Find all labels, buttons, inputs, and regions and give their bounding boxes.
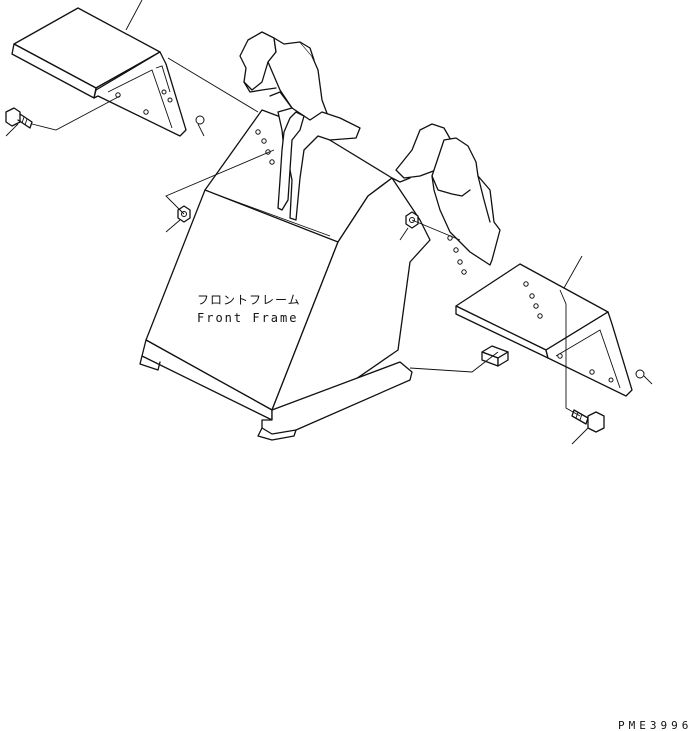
right-bolt-icon <box>571 409 605 433</box>
right-fender-cover <box>455 263 633 397</box>
left-bolt-icon <box>5 107 33 129</box>
left-washer-icon <box>195 115 205 125</box>
rubber-stopper-icon <box>481 345 509 367</box>
assembly-lines <box>31 57 581 417</box>
drawing-code: PME3996 <box>618 719 690 731</box>
front-frame <box>139 109 431 441</box>
callout-leaders <box>5 0 653 445</box>
part-name-en: Front Frame <box>197 311 298 325</box>
part-name-jp: フロントフレーム <box>197 293 301 307</box>
left-mounting-bracket <box>239 31 329 129</box>
center-fork-bracket <box>277 107 361 221</box>
left-fender-cover <box>11 7 187 137</box>
right-mounting-bracket <box>391 123 501 266</box>
right-washer-icon <box>635 369 645 379</box>
